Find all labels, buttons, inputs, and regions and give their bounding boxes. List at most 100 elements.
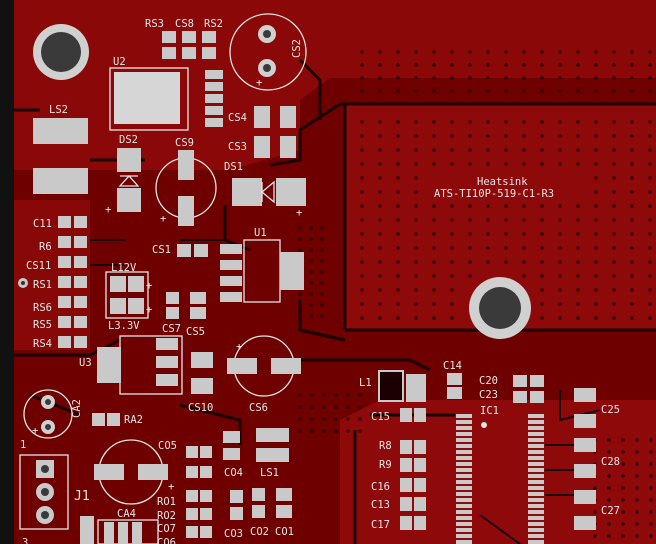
- label-co4: CO4: [224, 467, 243, 479]
- via: [378, 190, 382, 194]
- via: [635, 534, 639, 538]
- co4-ls1: [223, 428, 289, 462]
- via: [320, 226, 324, 230]
- via: [630, 134, 634, 138]
- via: [504, 204, 508, 208]
- via: [450, 260, 454, 264]
- via: [414, 50, 418, 54]
- via: [612, 76, 616, 80]
- label-cs8: CS8: [175, 18, 194, 30]
- via: [593, 486, 597, 490]
- via: [648, 204, 652, 208]
- via: [648, 246, 652, 250]
- ic1-pin: [456, 498, 472, 502]
- u3-regulator: [97, 335, 183, 395]
- via: [630, 218, 634, 222]
- via: [504, 76, 508, 80]
- ic1-pin: [528, 438, 544, 442]
- via: [630, 63, 634, 67]
- via: [540, 134, 544, 138]
- via: [648, 190, 652, 194]
- via: [576, 232, 580, 236]
- ic1-pin: [456, 492, 472, 496]
- via: [414, 218, 418, 222]
- via: [558, 260, 562, 264]
- via: [396, 232, 400, 236]
- via: [486, 63, 490, 67]
- cs10-pads: [191, 352, 213, 394]
- label-cs6: CS6: [249, 402, 268, 414]
- via: [576, 218, 580, 222]
- via: [334, 429, 338, 433]
- via: [396, 190, 400, 194]
- ic1-pin: [456, 522, 472, 526]
- via: [558, 134, 562, 138]
- via: [630, 50, 634, 54]
- ic1-pin: [528, 468, 544, 472]
- via: [396, 76, 400, 80]
- ic1-pin: [528, 474, 544, 478]
- via: [576, 50, 580, 54]
- via: [576, 260, 580, 264]
- via: [648, 134, 652, 138]
- label-c27: C27: [601, 505, 620, 517]
- via: [630, 162, 634, 166]
- via: [432, 134, 436, 138]
- via: [414, 89, 418, 93]
- via: [432, 260, 436, 264]
- via: [298, 417, 302, 421]
- ic1-pin: [456, 426, 472, 430]
- label-c16: C16: [371, 481, 390, 493]
- via: [432, 218, 436, 222]
- via: [298, 248, 302, 252]
- via: [504, 260, 508, 264]
- via: [635, 474, 639, 478]
- via: [396, 162, 400, 166]
- via: [540, 302, 544, 306]
- via: [486, 148, 490, 152]
- via: [593, 534, 597, 538]
- via: [594, 89, 598, 93]
- via: [522, 148, 526, 152]
- j1-connector: [19, 454, 69, 530]
- ds2-diode: [117, 148, 141, 212]
- via: [360, 274, 364, 278]
- via: [468, 148, 472, 152]
- label-c13: C13: [371, 499, 390, 511]
- via: [558, 148, 562, 152]
- via: [504, 218, 508, 222]
- via: [558, 204, 562, 208]
- via: [360, 76, 364, 80]
- via: [576, 274, 580, 278]
- via: [540, 162, 544, 166]
- label-c15: C15: [371, 411, 390, 423]
- via: [540, 204, 544, 208]
- ic1-pin: [456, 504, 472, 508]
- via: [378, 50, 382, 54]
- via: [594, 120, 598, 124]
- via: [612, 148, 616, 152]
- ic1-chip: [456, 414, 544, 544]
- ro-co-column: [186, 446, 212, 538]
- via: [309, 314, 313, 318]
- via: [522, 246, 526, 250]
- label-rs1: RS1: [33, 279, 52, 291]
- via: [486, 120, 490, 124]
- via: [612, 176, 616, 180]
- via: [486, 260, 490, 264]
- via: [612, 120, 616, 124]
- via: [630, 302, 634, 306]
- label-co3: CO3: [224, 528, 243, 540]
- via: [607, 534, 611, 538]
- via: [378, 76, 382, 80]
- via: [360, 148, 364, 152]
- via: [360, 302, 364, 306]
- via: [649, 438, 653, 442]
- via: [522, 232, 526, 236]
- via: [635, 486, 639, 490]
- via: [468, 274, 472, 278]
- via: [396, 134, 400, 138]
- via: [607, 474, 611, 478]
- ic1-pin: [528, 504, 544, 508]
- via: [309, 281, 313, 285]
